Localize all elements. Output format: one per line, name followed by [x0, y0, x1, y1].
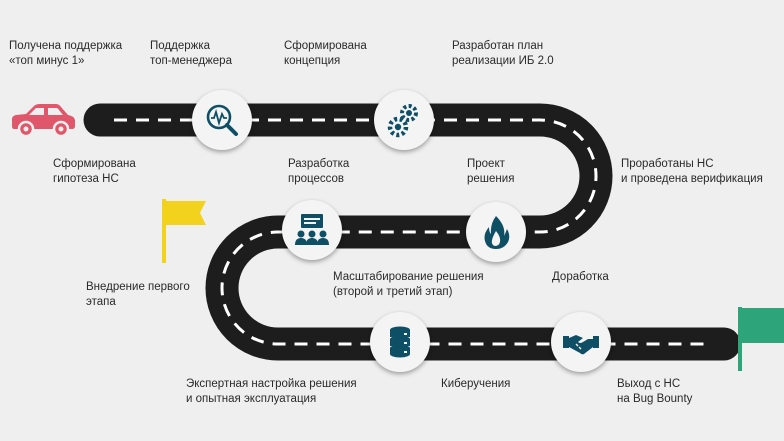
node-handshake — [551, 312, 611, 372]
milestone-label: Проработаны НС и проведена верификация — [621, 158, 763, 185]
node-gears — [374, 90, 434, 150]
car-icon — [12, 104, 75, 138]
node-database — [370, 312, 430, 372]
node-team-presentation — [282, 200, 342, 260]
milestone-label: Проект решения — [467, 158, 515, 185]
road-marking — [114, 118, 712, 346]
flame-icon — [484, 216, 510, 249]
milestone-label: Масштабирование решения (второй и третий… — [333, 271, 484, 298]
milestone-label: Разработка процессов — [288, 158, 350, 185]
milestone-label: Разработан план реализации ИБ 2.0 — [452, 40, 554, 67]
team-presentation-icon — [295, 214, 329, 245]
milestone-label: Выход с НС на Bug Bounty — [617, 378, 693, 405]
milestone-label: Доработка — [552, 271, 609, 283]
database-icon — [390, 326, 410, 358]
milestone-label: Сформирована концепция — [284, 40, 367, 67]
milestone-label: Поддержка топ-менеджера — [150, 40, 232, 67]
handshake-icon — [563, 335, 599, 355]
yellow-flag-icon — [162, 199, 206, 263]
gears-icon — [387, 104, 418, 138]
milestone-label: Экспертная настройка решения и опытная э… — [186, 378, 357, 405]
node-flame — [466, 202, 526, 262]
node-search-chart — [192, 90, 252, 150]
green-flag-icon — [738, 307, 784, 371]
milestone-label: Получена поддержка «топ минус 1» — [9, 40, 123, 67]
search-chart-icon — [206, 104, 238, 136]
milestone-label: Внедрение первого этапа — [86, 281, 190, 308]
milestone-label: Киберучения — [441, 378, 511, 390]
milestone-label: Сформирована гипотеза НС — [53, 158, 136, 185]
